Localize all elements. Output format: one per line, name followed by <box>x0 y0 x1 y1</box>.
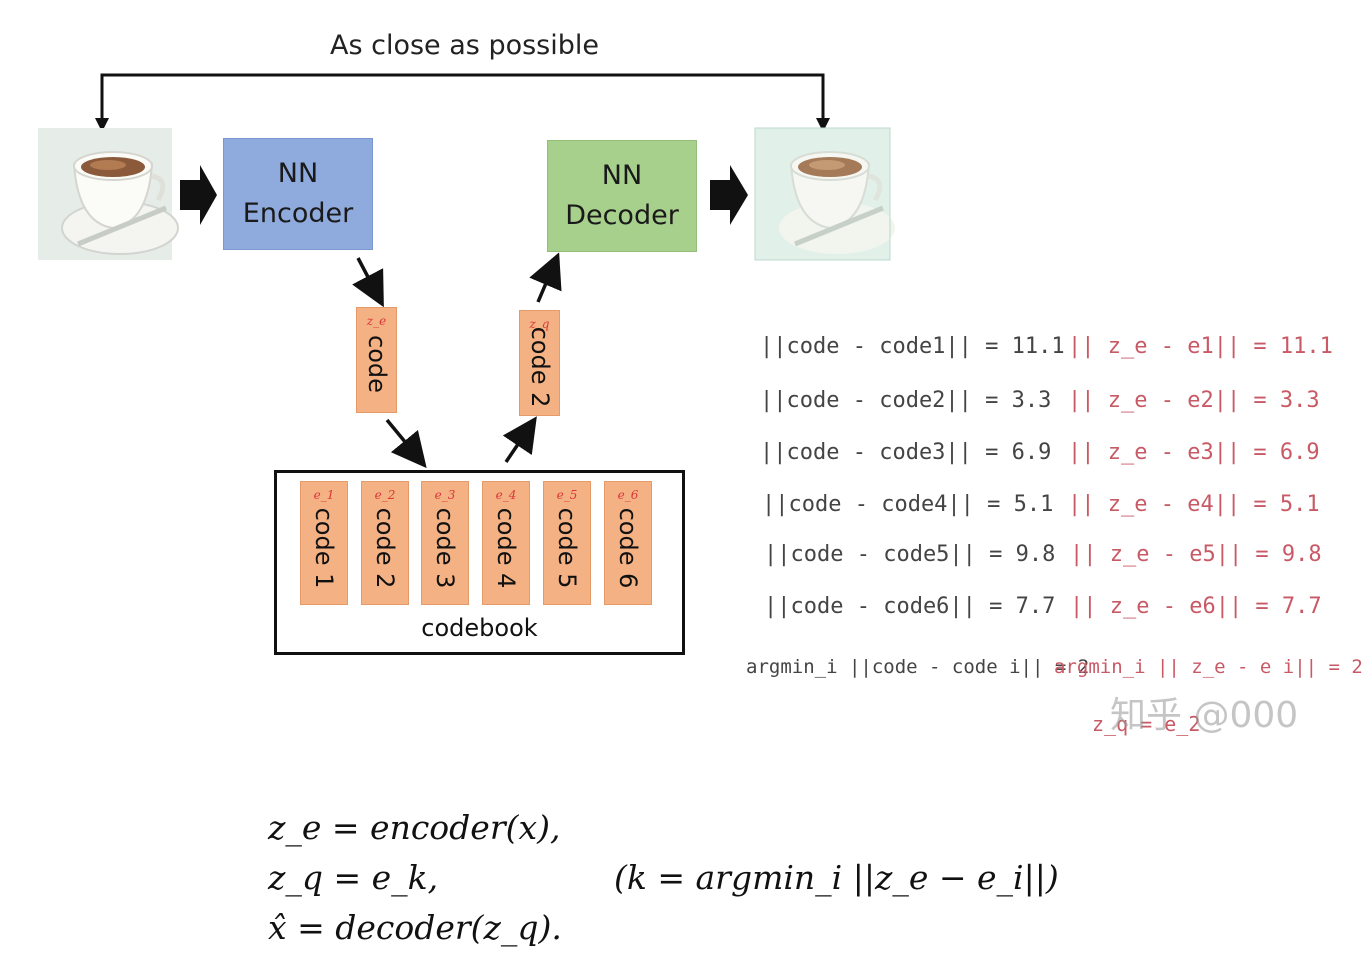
ze-code-sub: z_e <box>366 314 387 328</box>
codebook-label: codebook <box>421 614 538 642</box>
nn-encoder-box: NN Encoder <box>223 138 373 250</box>
encoder-line2: Encoder <box>242 198 354 229</box>
nn-decoder-box: NN Decoder <box>547 140 697 252</box>
code-3-sub: e_3 <box>434 488 456 502</box>
feedback-arrow-head-right <box>816 118 830 132</box>
note-right-5: || z_e - e5|| = 9.8 <box>1070 542 1322 567</box>
code-3-label: code 3 <box>431 507 459 589</box>
equation-argmin: (k = argmin_i ||z_e − e_i||) <box>614 858 1059 897</box>
note-right-1: || z_e - e1|| = 11.1 <box>1068 334 1333 359</box>
feedback-arrow <box>100 73 825 127</box>
code-6-sub: e_6 <box>617 488 639 502</box>
zhihu-watermark: 知乎 @000 <box>1110 695 1299 736</box>
decoder-line2: Decoder <box>565 200 679 231</box>
note-right-2: || z_e - e2|| = 3.3 <box>1068 388 1320 413</box>
ze-code-box: z_e code <box>356 307 397 413</box>
note-left-3: ||code - code3|| = 6.9 <box>760 440 1052 465</box>
zq-code-label: code 2 <box>525 326 554 408</box>
zq-code-box: z_q code 2 <box>519 310 560 416</box>
note-right-4: || z_e - e4|| = 5.1 <box>1068 492 1320 517</box>
code-5-sub: e_5 <box>556 488 578 502</box>
code-5-label: code 5 <box>553 507 581 589</box>
note-right-3: || z_e - e3|| = 6.9 <box>1068 440 1320 465</box>
codebook-to-zq-arrow <box>502 416 537 463</box>
output-coffee-image <box>754 127 895 261</box>
equation-decoder: x̂ = decoder(z_q). <box>268 908 562 947</box>
encoder-line1: NN <box>277 158 319 189</box>
ze-to-codebook-arrow <box>385 418 427 469</box>
code-2-label: code 2 <box>371 507 399 589</box>
note-left-2: ||code - code2|| = 3.3 <box>760 388 1052 413</box>
note-left-argmin: argmin_i ||code - code i|| = 2 <box>746 656 1090 678</box>
codebook-code-2: e_2 code 2 <box>361 481 409 605</box>
codebook-code-6: e_6 code 6 <box>604 481 652 605</box>
equation-encoder: z_e = encoder(x), <box>268 808 561 847</box>
code-4-label: code 4 <box>492 507 520 589</box>
encoder-to-ze-arrow <box>352 257 384 308</box>
note-left-6: ||code - code6|| = 7.7 <box>764 594 1056 619</box>
code-1-sub: e_1 <box>313 488 335 502</box>
zq-to-decoder-arrow <box>529 252 562 303</box>
code-2-sub: e_2 <box>374 488 396 502</box>
diagram-title: As close as possible <box>330 30 599 61</box>
note-left-5: ||code - code5|| = 9.8 <box>764 542 1056 567</box>
input-to-encoder-arrow <box>180 165 217 225</box>
ze-code-label: code <box>362 335 391 394</box>
equation-quantize: z_q = e_k, <box>268 858 439 897</box>
input-coffee-image <box>38 128 179 260</box>
note-left-1: ||code - code1|| = 11.1 <box>760 334 1065 359</box>
code-4-sub: e_4 <box>495 488 517 502</box>
zq-code-sub: z_q <box>529 317 550 331</box>
feedback-arrow-head-left <box>95 118 109 132</box>
codebook-frame <box>274 470 685 655</box>
note-right-zq: z_q = e_2 <box>1092 712 1201 736</box>
note-left-4: ||code - code4|| = 5.1 <box>762 492 1054 517</box>
code-6-label: code 6 <box>614 507 642 589</box>
decoder-line1: NN <box>601 160 643 191</box>
codebook-code-4: e_4 code 4 <box>482 481 530 605</box>
codebook-code-3: e_3 code 3 <box>421 481 469 605</box>
decoder-to-output-arrow <box>710 165 748 225</box>
note-right-6: || z_e - e6|| = 7.7 <box>1070 594 1322 619</box>
note-right-argmin: argmin_i || z_e - e i|| = 2 <box>1054 656 1363 678</box>
codebook-code-5: e_5 code 5 <box>543 481 591 605</box>
code-1-label: code 1 <box>310 507 338 589</box>
codebook-code-1: e_1 code 1 <box>300 481 348 605</box>
